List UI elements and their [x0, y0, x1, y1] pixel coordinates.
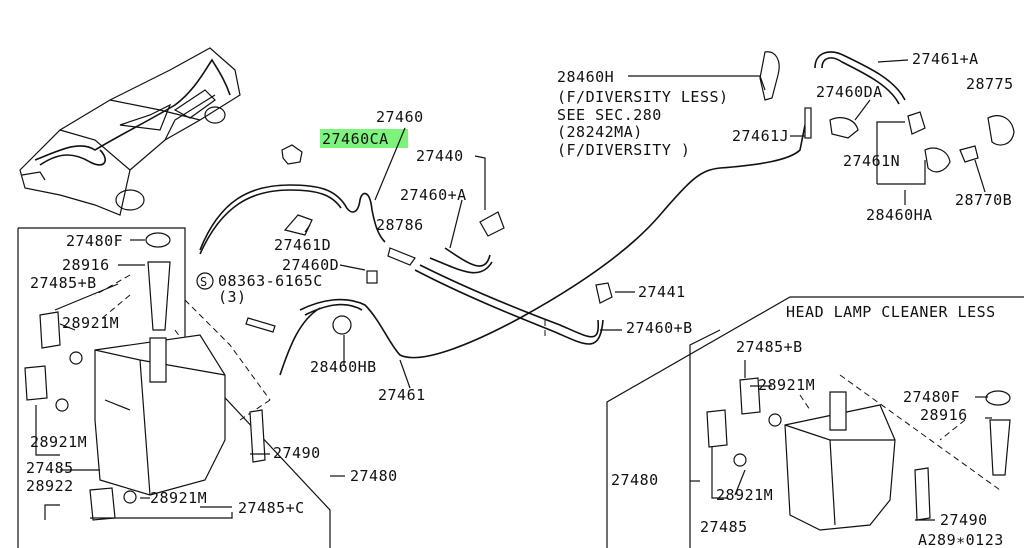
part-label-28921M-right-b[interactable]: 28921M — [716, 486, 773, 504]
part-label-27480-right[interactable]: 27480 — [611, 471, 659, 489]
figure-reference: A289∗0123 — [918, 531, 1004, 548]
part-label-28460H[interactable]: 28460H — [557, 68, 614, 86]
part-label-27461J[interactable]: 27461J — [732, 127, 789, 145]
part-label-27460A[interactable]: 27460+A — [400, 186, 467, 204]
part-label-27485-right[interactable]: 27485 — [700, 518, 748, 536]
part-label-28916-left[interactable]: 28916 — [62, 256, 110, 274]
part-label-28922[interactable]: 28922 — [26, 477, 74, 495]
part-label-28916-right[interactable]: 28916 — [920, 406, 968, 424]
leader-lines — [35, 59, 992, 521]
part-label-08363-6165C[interactable]: 08363-6165C — [218, 272, 323, 290]
part-label-27485C[interactable]: 27485+C — [238, 499, 305, 517]
part-label-27490-right[interactable]: 27490 — [940, 511, 988, 529]
part-label-27480F-left[interactable]: 27480F — [66, 232, 123, 250]
part-label-27460DA[interactable]: 27460DA — [816, 83, 883, 101]
part-label-27440[interactable]: 27440 — [416, 147, 464, 165]
screw-s-mark: S — [200, 275, 208, 289]
highlight-box — [320, 129, 408, 148]
part-label-27441[interactable]: 27441 — [638, 283, 686, 301]
part-label-27485B-left[interactable]: 27485+B — [30, 274, 97, 292]
part-label-28921M-left-c[interactable]: 28921M — [150, 489, 207, 507]
note-diversity: (F/DIVERSITY ) — [557, 141, 690, 159]
section-title-head-lamp: HEAD LAMP CLEANER LESS — [786, 303, 996, 321]
part-label-27461N[interactable]: 27461N — [843, 152, 900, 170]
car-illustration — [19, 47, 241, 216]
part-label-28921M-right-a[interactable]: 28921M — [758, 376, 815, 394]
clip-part — [281, 144, 303, 165]
right-box — [606, 296, 1024, 548]
left-box — [17, 227, 331, 548]
part-label-27461[interactable]: 27461 — [378, 386, 426, 404]
part-label-28775[interactable]: 28775 — [966, 75, 1014, 93]
part-label-27485-left[interactable]: 27485 — [26, 459, 74, 477]
part-label-27460[interactable]: 27460 — [376, 108, 424, 126]
part-label-28770B[interactable]: 28770B — [955, 191, 1012, 209]
part-label-28921M-left-a[interactable]: 28921M — [62, 314, 119, 332]
note-28242ma: (28242MA) — [557, 123, 643, 141]
s-circle-icon — [196, 272, 214, 290]
part-label-27461A[interactable]: 27461+A — [912, 50, 979, 68]
part-label-28460HA[interactable]: 28460HA — [866, 206, 933, 224]
part-label-27461D[interactable]: 27461D — [274, 236, 331, 254]
part-label-28921M-left-b[interactable]: 28921M — [30, 433, 87, 451]
note-diversity-less: (F/DIVERSITY LESS) — [557, 88, 729, 106]
part-label-27460B[interactable]: 27460+B — [626, 319, 693, 337]
part-label-28786[interactable]: 28786 — [376, 216, 424, 234]
note-see-sec: SEE SEC.280 — [557, 106, 662, 124]
small-parts — [245, 51, 1015, 335]
part-label-27460D[interactable]: 27460D — [282, 256, 339, 274]
part-label-27460CA[interactable]: 27460CA — [322, 130, 389, 148]
part-label-28460HB[interactable]: 28460HB — [310, 358, 377, 376]
part-label-27490-left[interactable]: 27490 — [273, 444, 321, 462]
part-label-27480-left[interactable]: 27480 — [350, 467, 398, 485]
screw-quantity: (3) — [218, 288, 247, 306]
part-label-27485B-right[interactable]: 27485+B — [736, 338, 803, 356]
hose-lines — [199, 51, 906, 376]
part-label-27480F-right[interactable]: 27480F — [903, 388, 960, 406]
